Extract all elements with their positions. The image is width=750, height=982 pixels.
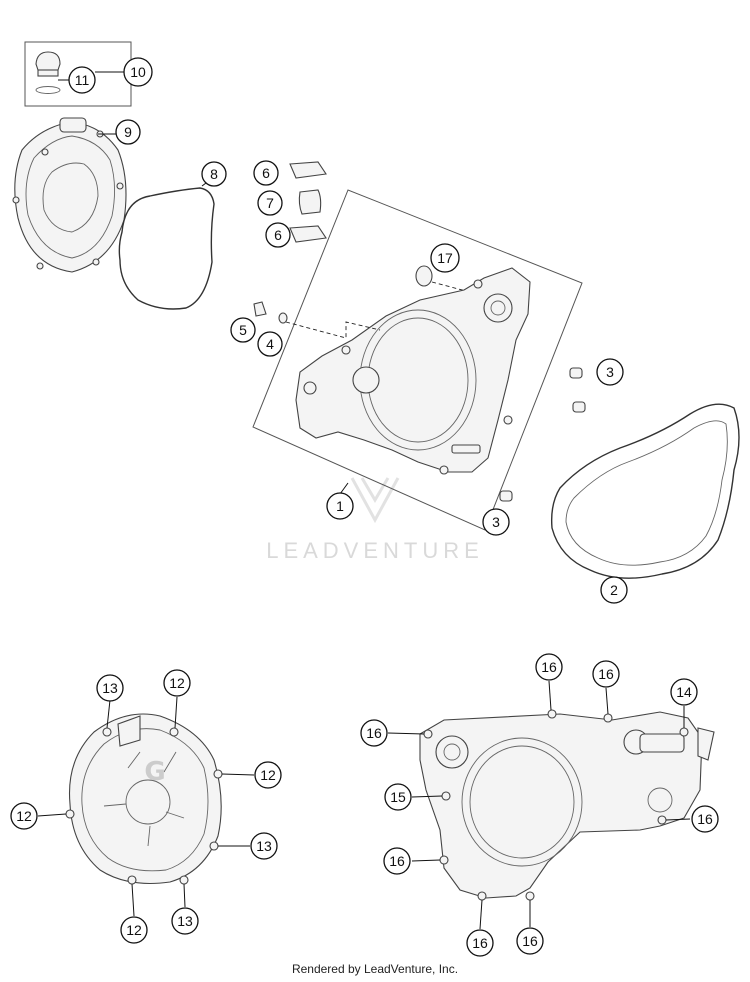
- callout-16c[interactable]: 16: [360, 719, 388, 747]
- filler-plug-part: [35, 51, 61, 94]
- svg-text:15: 15: [390, 789, 406, 805]
- callout-12d[interactable]: 12: [120, 916, 148, 944]
- watermark-text: LEADVENTURE: [266, 538, 484, 563]
- housing-gasket-part: [550, 403, 740, 579]
- callout-12c[interactable]: 12: [10, 802, 38, 830]
- svg-text:8: 8: [210, 166, 218, 182]
- callout-8[interactable]: 8: [201, 161, 227, 187]
- callout-12b[interactable]: 12: [254, 761, 282, 789]
- svg-text:16: 16: [366, 725, 382, 741]
- callout-6a[interactable]: 6: [253, 160, 279, 186]
- svg-text:17: 17: [437, 250, 453, 266]
- housing-fastener-view: [419, 709, 715, 901]
- svg-text:16: 16: [598, 666, 614, 682]
- svg-text:13: 13: [102, 680, 118, 696]
- callout-2[interactable]: 2: [600, 576, 628, 604]
- callout-3b[interactable]: 3: [482, 508, 510, 536]
- svg-text:3: 3: [492, 514, 500, 530]
- svg-text:10: 10: [130, 64, 146, 80]
- clutch-cover-gasket-part: [118, 187, 215, 310]
- clutch-housing-part: [295, 267, 531, 475]
- dowel-pins-part: [499, 367, 586, 502]
- callout-16g[interactable]: 16: [516, 927, 544, 955]
- callout-7[interactable]: 7: [257, 190, 283, 216]
- callout-17[interactable]: 17: [430, 243, 460, 273]
- callout-1[interactable]: 1: [326, 492, 354, 520]
- seal-and-plug-parts: [289, 161, 327, 243]
- svg-text:14: 14: [676, 684, 692, 700]
- callout-16a[interactable]: 16: [535, 653, 563, 681]
- svg-text:13: 13: [256, 838, 272, 854]
- housing-frame: [252, 189, 583, 531]
- svg-text:16: 16: [697, 811, 713, 827]
- svg-text:12: 12: [16, 808, 32, 824]
- svg-text:12: 12: [260, 767, 276, 783]
- svg-text:5: 5: [239, 322, 247, 338]
- callout-16d[interactable]: 16: [691, 805, 719, 833]
- svg-text:16: 16: [541, 659, 557, 675]
- svg-text:13: 13: [177, 913, 193, 929]
- svg-text:12: 12: [169, 675, 185, 691]
- callout-13c[interactable]: 13: [171, 907, 199, 935]
- callout-9[interactable]: 9: [115, 119, 141, 145]
- svg-text:3: 3: [606, 364, 614, 380]
- svg-text:11: 11: [75, 72, 90, 88]
- callout-10[interactable]: 10: [123, 57, 153, 87]
- svg-text:6: 6: [274, 227, 282, 243]
- svg-text:7: 7: [266, 195, 274, 211]
- svg-text:16: 16: [472, 935, 488, 951]
- callout-4[interactable]: 4: [257, 331, 283, 357]
- svg-text:6: 6: [262, 165, 270, 181]
- svg-text:16: 16: [522, 933, 538, 949]
- svg-text:12: 12: [126, 922, 142, 938]
- callout-16e[interactable]: 16: [383, 847, 411, 875]
- callout-3a[interactable]: 3: [596, 358, 624, 386]
- callout-16f[interactable]: 16: [466, 929, 494, 957]
- svg-text:G: G: [144, 757, 165, 787]
- callout-11[interactable]: 11: [68, 66, 96, 94]
- outer-cover-fastener-view: G: [65, 713, 223, 885]
- callout-12a[interactable]: 12: [163, 669, 191, 697]
- callout-13b[interactable]: 13: [250, 832, 278, 860]
- svg-text:2: 2: [610, 582, 618, 598]
- callout-15[interactable]: 15: [384, 783, 412, 811]
- leadventure-watermark: LEADVENTURE: [266, 477, 484, 563]
- svg-text:16: 16: [389, 853, 405, 869]
- callout-16b[interactable]: 16: [592, 660, 620, 688]
- svg-text:9: 9: [124, 124, 132, 140]
- svg-text:4: 4: [266, 336, 274, 352]
- callout-5[interactable]: 5: [230, 317, 256, 343]
- svg-text:1: 1: [336, 498, 344, 514]
- clutch-cover-outer-part: [12, 117, 127, 273]
- callout-6b[interactable]: 6: [265, 222, 291, 248]
- callout-14[interactable]: 14: [670, 678, 698, 706]
- seal-ring-part: [415, 265, 433, 287]
- callout-13a[interactable]: 13: [96, 674, 124, 702]
- footer-credit: Rendered by LeadVenture, Inc.: [291, 962, 459, 976]
- drain-plug-part: [253, 301, 288, 324]
